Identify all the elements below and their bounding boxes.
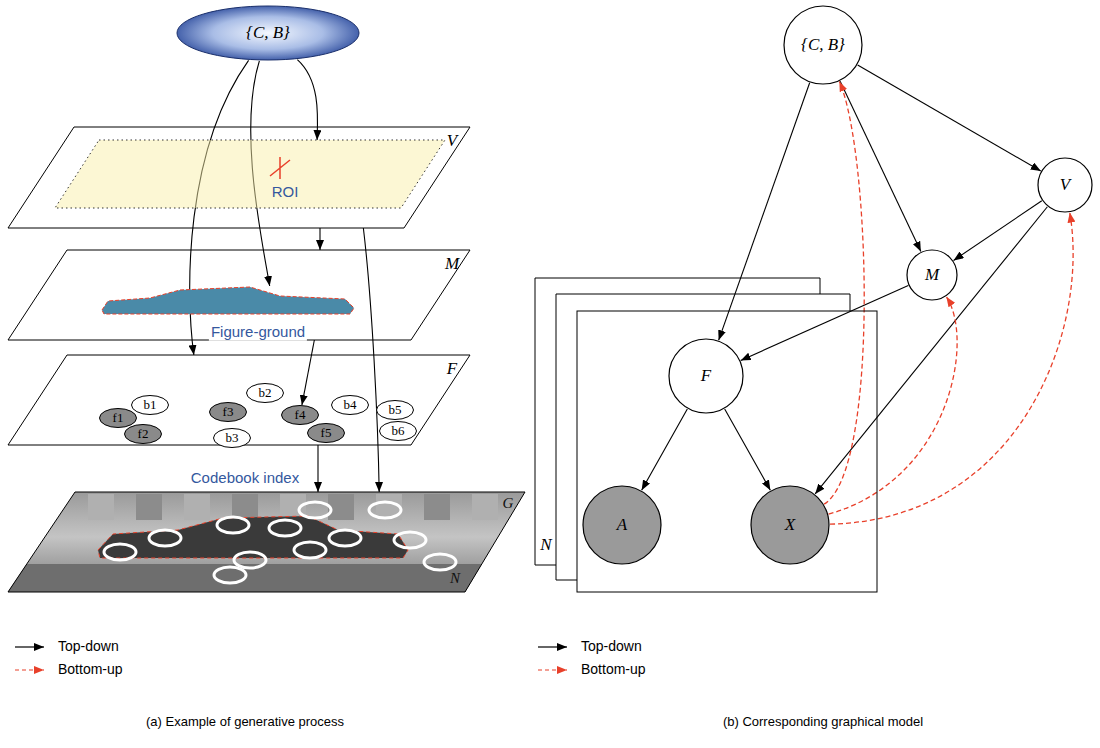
variable-circle: V (1037, 157, 1093, 213)
variable-circle: M (906, 249, 958, 301)
figure-ground-mask: Figure-ground (100, 286, 355, 342)
roi-region: ROI (55, 140, 445, 208)
feature-ellipse: f3 (209, 402, 247, 422)
node-label: b6 (392, 424, 405, 438)
variable-circle: F (668, 338, 744, 414)
layer-plane: FCodebook indexf1b1f2f3b2b3f4f5b4b5b6 (8, 355, 470, 445)
top-down-arrow (302, 340, 314, 405)
top-down-arrow (858, 65, 1041, 171)
node-label: b1 (144, 398, 157, 412)
class-ellipse: {C, B} (176, 5, 360, 61)
bottom-up-sample (14, 664, 54, 676)
bottom-up-arrow (829, 297, 958, 514)
node-label: b3 (226, 431, 239, 445)
legend-text: Top-down (58, 639, 119, 654)
node-label: X (785, 516, 795, 535)
node-label: V (447, 132, 457, 151)
top-down-arrow (725, 409, 771, 490)
legend-text: Bottom-up (581, 662, 646, 677)
background-ellipse: b3 (213, 428, 251, 448)
background-ellipse: b6 (379, 421, 417, 441)
feature-ellipse: f5 (307, 423, 345, 443)
top-down-arrow (741, 286, 909, 361)
top-down-arrow (297, 60, 317, 140)
variable-circle: {C, B} (783, 5, 863, 85)
node-label: f3 (223, 405, 234, 419)
top-down-arrow (815, 207, 1047, 494)
node-label: f4 (295, 408, 306, 422)
node-label: {C, B} (801, 36, 845, 55)
image-plane-outline (8, 492, 525, 592)
bottom-up-sample (537, 664, 577, 676)
feature-ellipse: f4 (281, 405, 319, 425)
top-down-arrow (317, 445, 318, 492)
node-label: Codebook index (189, 470, 301, 487)
top-down-arrow (719, 83, 810, 340)
node-label: Figure-ground (209, 324, 307, 341)
node-label: M (925, 266, 939, 285)
node-label: A (617, 516, 627, 535)
background-ellipse: b4 (331, 395, 369, 415)
node-label: f1 (113, 411, 124, 425)
node-label: V (1060, 176, 1070, 195)
top-down-arrow (319, 228, 320, 250)
top-down-arrow (840, 81, 921, 251)
roi-cross (270, 157, 290, 179)
observed-circle: X (750, 485, 830, 565)
background-ellipse: b5 (376, 400, 414, 420)
node-label: b4 (344, 398, 357, 412)
panel-caption: (a) Example of generative process (146, 715, 344, 729)
node-label: f2 (138, 427, 149, 441)
node-label: b5 (389, 403, 402, 417)
bottom-up-arrow (824, 82, 864, 505)
legend-text: Top-down (581, 639, 642, 654)
top-down-sample (537, 641, 577, 653)
top-down-arrow (363, 228, 379, 492)
node-label: {C, B} (246, 24, 290, 43)
feature-ellipse: f1 (99, 408, 137, 428)
feature-ellipse: f2 (124, 424, 162, 444)
top-down-sample (14, 641, 54, 653)
node-label: M (445, 255, 459, 274)
node-label: G (503, 495, 514, 512)
node-label: F (701, 367, 711, 386)
node-label: ROI (272, 184, 299, 201)
node-label: b2 (259, 386, 272, 400)
legend-text: Bottom-up (58, 662, 123, 677)
observed-circle: A (582, 485, 662, 565)
bottom-up-arrow (830, 213, 1073, 525)
node-label: f5 (321, 426, 332, 440)
layer-plane: V ROI (8, 127, 470, 228)
node-label: N (450, 570, 460, 587)
plate-stack: N F A X (535, 278, 878, 593)
node-label: F (447, 360, 457, 379)
background-ellipse: b1 (131, 395, 169, 415)
layer-plane: M Figure-ground (8, 250, 470, 340)
plate-stack-outline (535, 278, 878, 593)
top-down-arrow (642, 409, 688, 490)
image-plane: GN (8, 492, 525, 592)
roi-region-outline (55, 140, 445, 208)
panel-caption: (b) Corresponding graphical model (723, 715, 923, 729)
background-ellipse: b2 (246, 383, 284, 403)
node-label: N (540, 536, 551, 555)
